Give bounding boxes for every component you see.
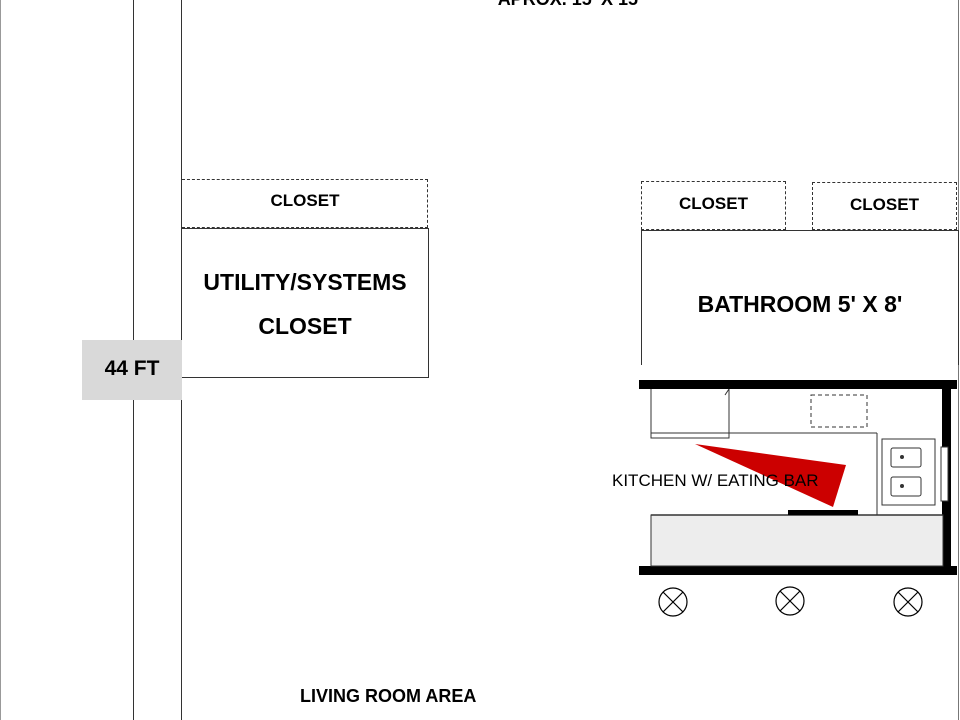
cabinet-return <box>724 388 730 396</box>
length-dimension-box: 44 FT <box>82 340 182 400</box>
stool-2 <box>775 586 805 616</box>
pointer-arrow <box>695 444 846 507</box>
bar-edge <box>788 510 858 515</box>
utility-label-line2: CLOSET <box>258 313 352 339</box>
dashed-appliance <box>810 394 868 428</box>
utility-systems-closet: UTILITY/SYSTEMS CLOSET <box>182 228 429 378</box>
eating-bar-counter <box>650 514 944 567</box>
left-margin-line <box>0 0 1 720</box>
utility-closet-dashed: CLOSET <box>182 179 428 228</box>
top-room-label: APROX. 15' X 15' <box>470 0 670 10</box>
utility-label-line1: UTILITY/SYSTEMS <box>203 269 407 295</box>
living-room-label: LIVING ROOM AREA <box>300 686 477 706</box>
length-dimension-label: 44 FT <box>104 357 160 380</box>
bath-closet-right-label: CLOSET <box>850 195 919 214</box>
fridge-edge <box>940 446 949 502</box>
stove-burner-1 <box>890 447 922 468</box>
bathroom-label: BATHROOM 5' X 8' <box>697 291 903 317</box>
kitchen-label: KITCHEN W/ EATING BAR <box>612 471 819 490</box>
bath-closet-right: CLOSET <box>812 182 957 230</box>
stool-1 <box>658 587 688 617</box>
upper-cabinet <box>650 389 730 439</box>
stove-burner-2 <box>890 476 922 497</box>
kitchen-top-wall <box>639 380 957 389</box>
stool-3 <box>893 587 923 617</box>
utility-closet-label: CLOSET <box>270 191 340 210</box>
bathroom: BATHROOM 5' X 8' <box>641 230 959 365</box>
bath-closet-left-label: CLOSET <box>679 194 748 213</box>
kitchen-bottom-wall <box>639 566 957 575</box>
bath-closet-left: CLOSET <box>641 181 786 230</box>
